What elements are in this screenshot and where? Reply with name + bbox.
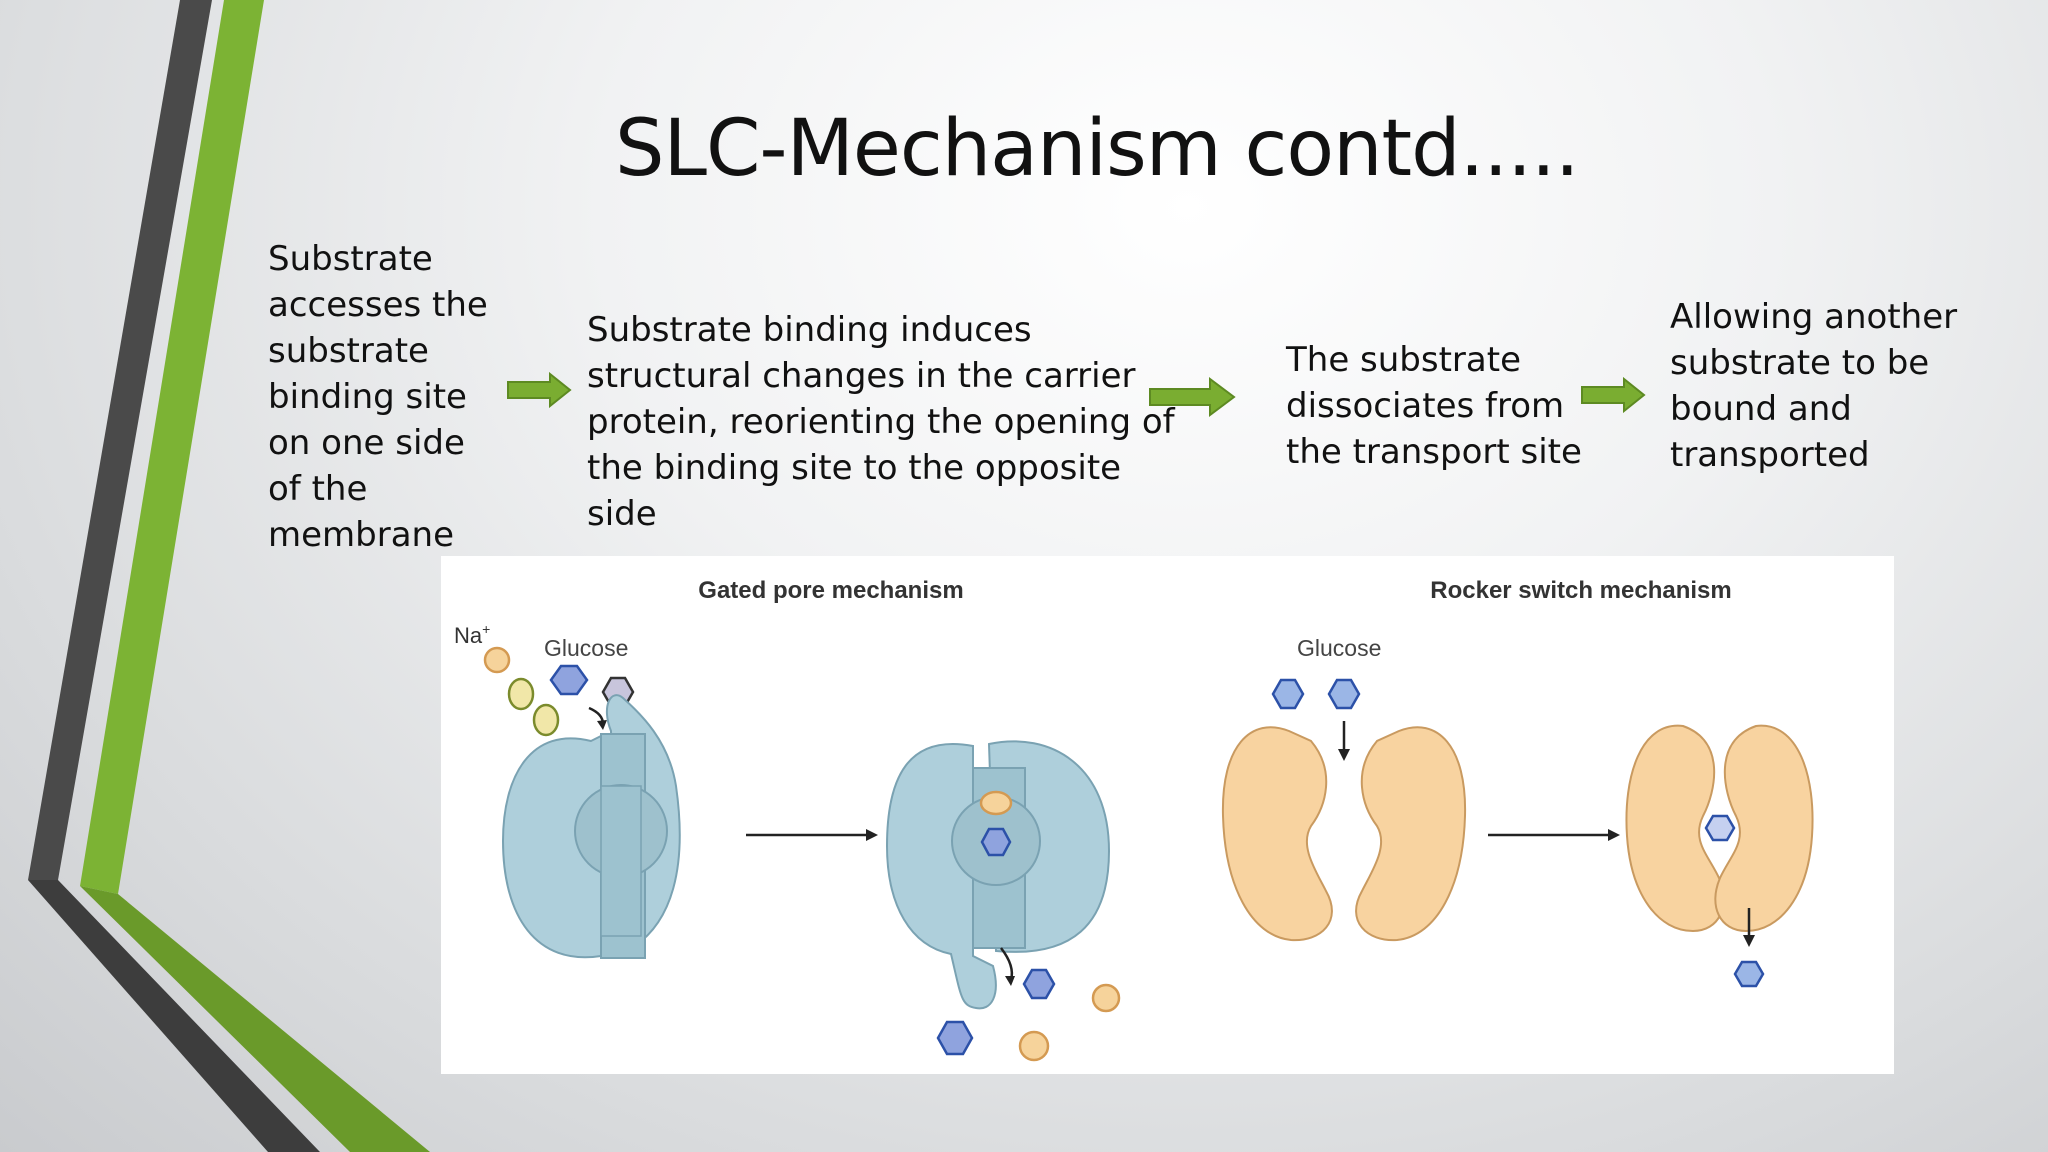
glucose-molecule xyxy=(1733,960,1765,988)
glucose-molecule xyxy=(549,664,589,696)
step-3-text: The substrate dissociates from the trans… xyxy=(1286,340,1582,472)
right-arrow-icon xyxy=(1581,377,1646,413)
glucose-molecule xyxy=(1327,678,1361,710)
glucose-label: Glucose xyxy=(544,635,628,661)
slide-title: SLC-Mechanism contd..... xyxy=(615,104,1580,194)
sodium-ion xyxy=(1091,983,1121,1013)
glucose-molecule xyxy=(1022,968,1056,1000)
sodium-ion xyxy=(483,646,511,674)
sodium-label: Na+ xyxy=(454,621,490,648)
gated-pore-protein-open xyxy=(501,694,681,959)
step-4-text: Allowing another substrate to be bound a… xyxy=(1670,297,1958,475)
rocker-switch-title: Rocker switch mechanism xyxy=(1430,577,1731,604)
right-arrow-icon xyxy=(1149,377,1236,417)
glucose-molecule xyxy=(980,827,1012,857)
sodium-ion xyxy=(979,790,1013,816)
step-2-text: Substrate binding induces structural cha… xyxy=(587,310,1175,534)
gated-pore-title: Gated pore mechanism xyxy=(698,577,963,604)
glucose-molecule xyxy=(936,1020,974,1056)
glucose-molecule xyxy=(1704,814,1736,842)
rocker-switch-protein-outward xyxy=(1221,726,1467,942)
sodium-ion xyxy=(1018,1030,1050,1062)
glucose-molecule xyxy=(1271,678,1305,710)
rocker-switch-protein-inward xyxy=(1625,724,1814,933)
step-1-text: Substrate accesses the substrate binding… xyxy=(268,239,488,555)
sodium-label-text: Na xyxy=(454,623,483,648)
gated-pore-protein-inward xyxy=(885,740,1111,1010)
sodium-charge: + xyxy=(482,621,490,637)
glucose-label: Glucose xyxy=(1297,635,1381,661)
transport-mechanism-figure: Gated pore mechanism Rocker switch mecha… xyxy=(441,556,1894,1074)
right-arrow-icon xyxy=(507,372,572,408)
sodium-ion xyxy=(532,703,560,737)
sodium-ion xyxy=(507,677,535,711)
